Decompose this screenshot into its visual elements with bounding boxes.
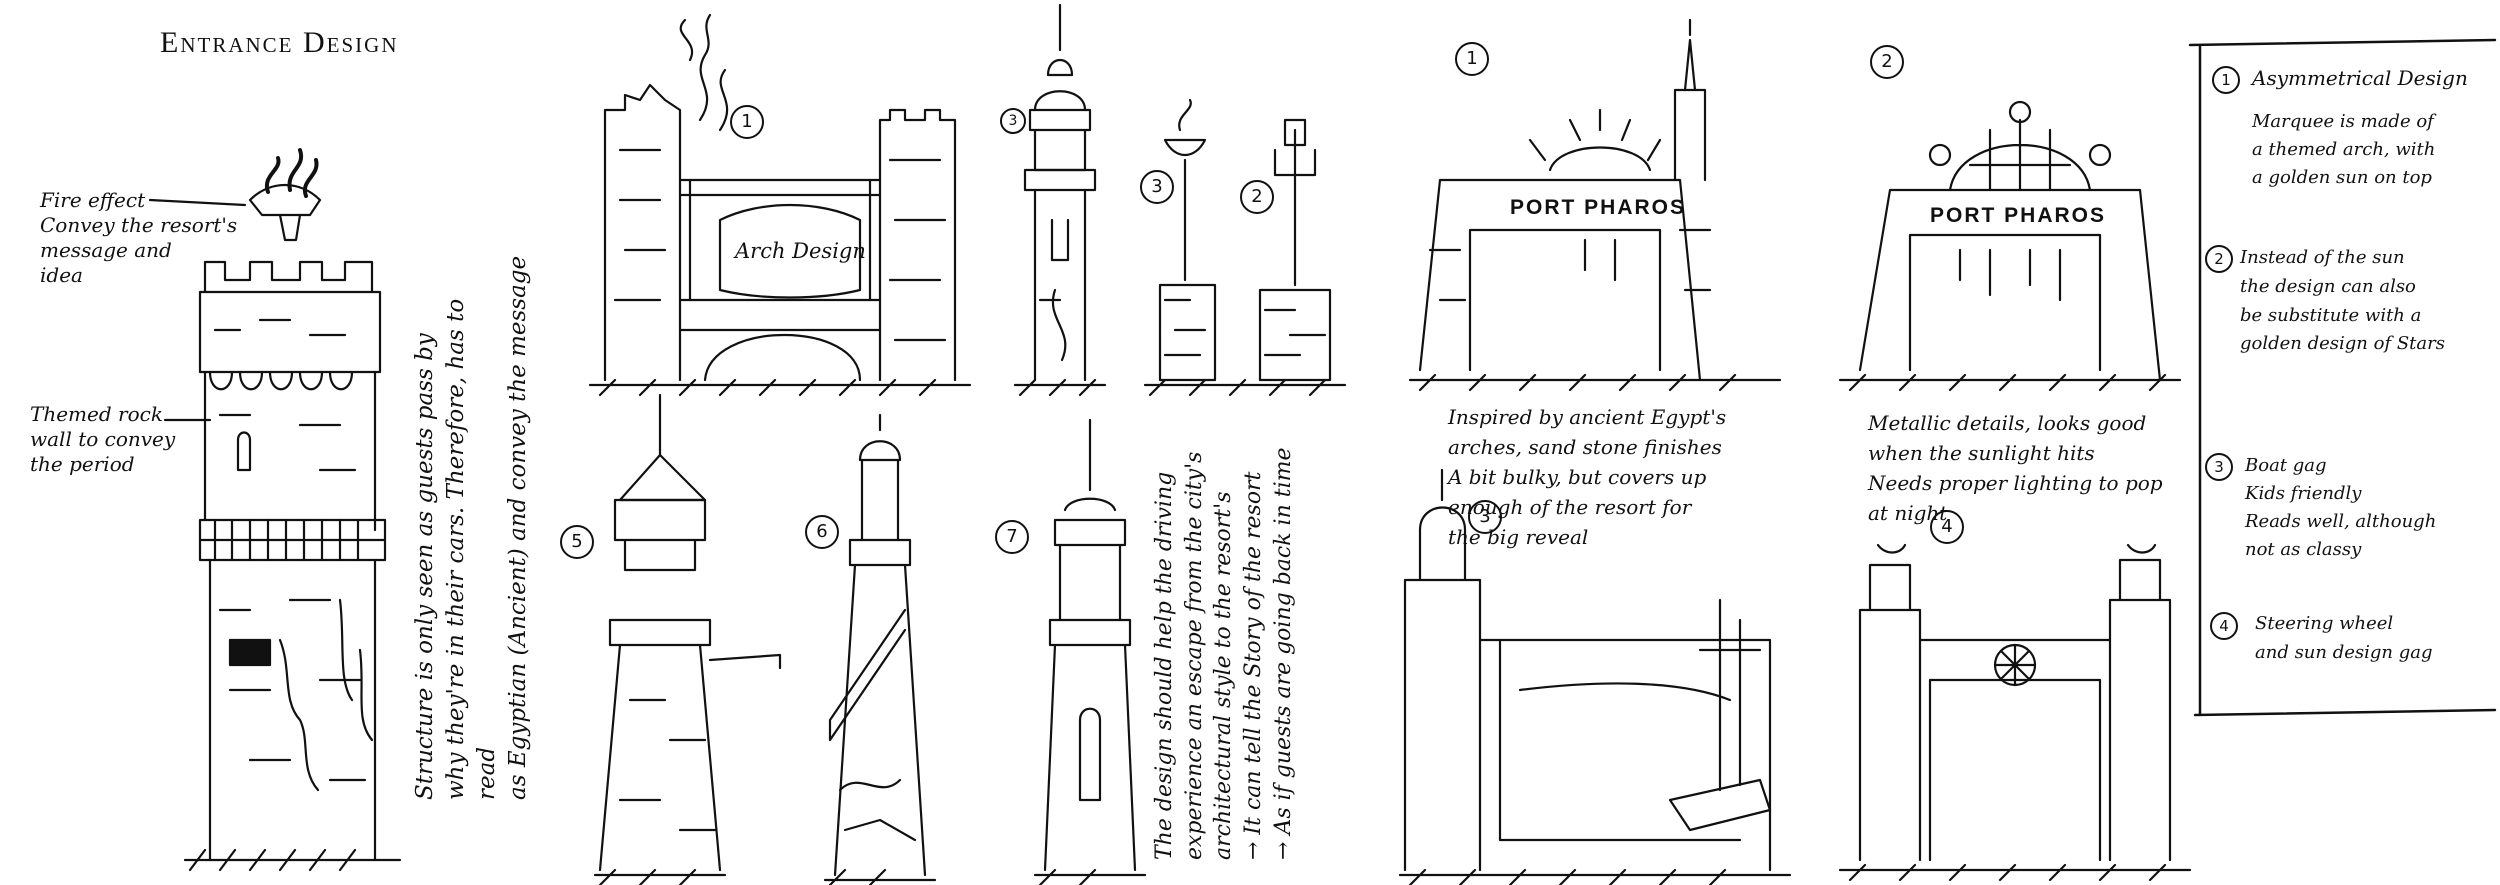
concept-2-drawing [1838,100,2182,392]
lighthouse-5-drawing [593,393,782,885]
side-body-3: Boat gag Kids friendly Reads well, altho… [2245,455,2437,560]
concept-4-drawing [1838,543,2192,882]
number-badge-lighthouse-7: 7 [995,520,1029,554]
number-badge-concept-4: 4 [1930,510,1964,544]
fire-leader-line [148,198,247,207]
fire-effect-annotation: Fire effect Convey the resort's message … [40,188,238,287]
number-badge-concept-3: 3 [1468,500,1502,534]
side-number-1: 1 [2212,66,2240,94]
minaret-drawing [1013,3,1107,397]
number-badge-lighthouse-5: 5 [560,525,594,559]
lamp-posts-drawing [1143,98,1347,397]
port-pharos-sign-1: PORT PHAROS [1510,196,1687,219]
rock-wall-annotation: Themed rock wall to convey the period [30,402,176,476]
side-heading-1: Asymmetrical Design [2252,66,2468,90]
number-badge-concept-1: 1 [1455,42,1489,76]
number-badge-concept-2: 2 [1870,45,1904,79]
arch-design-drawing [588,13,972,397]
lighthouse-7-drawing [1033,418,1147,885]
concept-1-notes: Inspired by ancient Egypt's arches, sand… [1448,405,1727,549]
port-pharos-sign-2: PORT PHAROS [1930,204,2107,227]
side-body-2: Instead of the sun the design can also b… [2240,247,2445,355]
design-intent-note: The design should help the driving exper… [1152,447,1296,860]
number-badge-lighthouse-6: 6 [805,515,839,549]
number-badge-lamp2: 2 [1240,180,1274,214]
structure-note: Structure is only seen as guests pass by… [412,255,532,800]
page-title: Entrance Design [160,26,399,59]
number-badge-minaret: 3 [1000,108,1026,134]
concept-3-drawing [1398,468,1792,885]
arch-design-label: Arch Design [735,239,866,263]
number-badge-lamp1: 3 [1140,170,1174,204]
side-number-4: 4 [2210,612,2238,640]
side-body-4: Steering wheel and sun design gag [2255,613,2433,663]
side-body-1: Marquee is made of a themed arch, with a… [2252,111,2436,188]
concept-2-notes: Metallic details, looks good when the su… [1868,411,2163,525]
number-badge-arch: 1 [730,105,764,139]
side-panel-frame [2188,38,2497,717]
concept-1-drawing [1408,18,1782,392]
side-number-2: 2 [2205,245,2233,273]
themed-tower-drawing [183,148,402,872]
side-number-3: 3 [2205,453,2233,481]
lighthouse-6-drawing [823,413,937,885]
